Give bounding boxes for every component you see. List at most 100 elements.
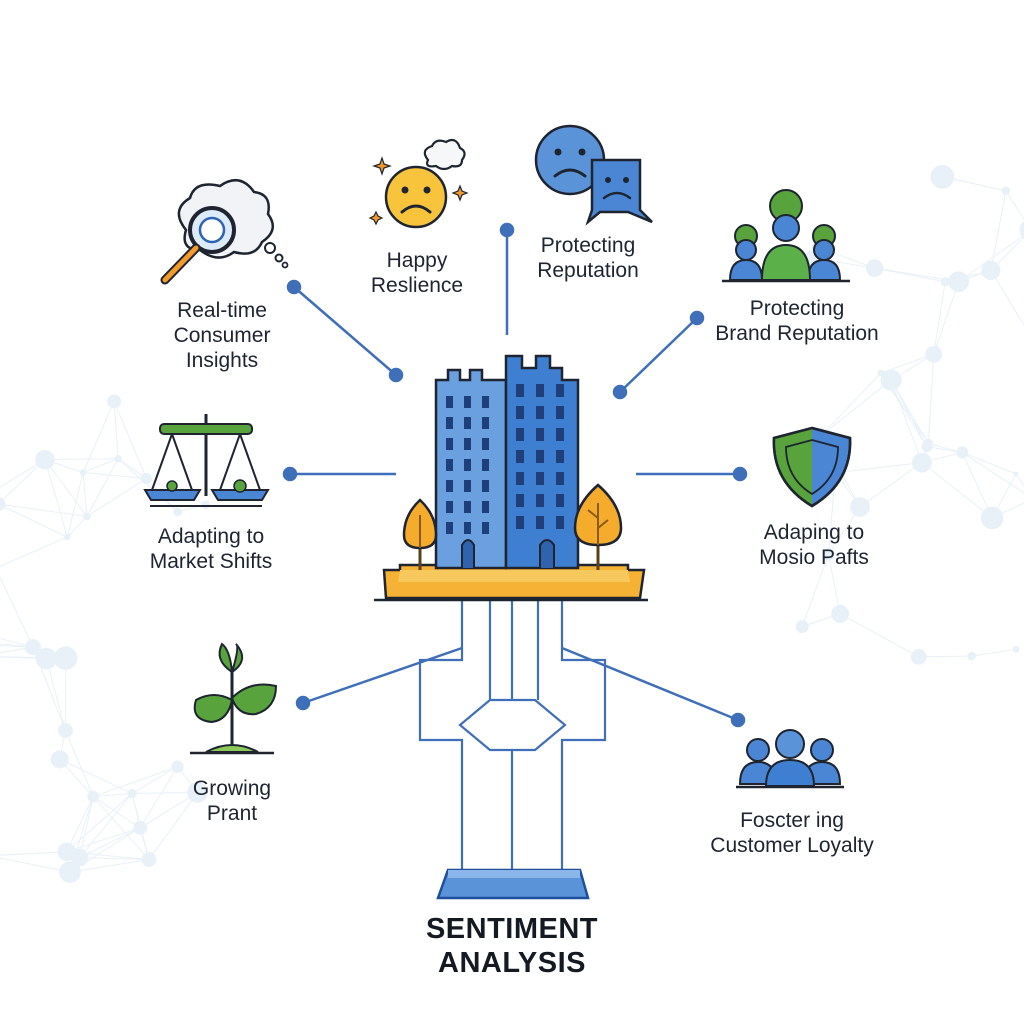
sad-face-speech-icon	[534, 124, 653, 226]
network-node	[849, 497, 870, 517]
network-edge	[65, 730, 94, 797]
network-node	[910, 648, 927, 665]
connector-brand	[619, 317, 698, 393]
network-edge	[66, 472, 84, 538]
building-window	[536, 428, 544, 441]
customer-group-icon	[736, 729, 844, 789]
building-window	[556, 516, 564, 529]
network-node	[57, 842, 76, 862]
network-edge	[0, 646, 34, 654]
building-window	[516, 384, 524, 397]
network-node	[795, 620, 809, 634]
network-edge	[820, 379, 892, 436]
network-edge	[148, 792, 198, 860]
network-edge	[66, 516, 88, 538]
connector-dot	[612, 384, 628, 400]
network-edge	[958, 234, 1024, 283]
connector-dot	[295, 695, 311, 711]
network-node	[1001, 186, 1011, 196]
network-edge	[92, 796, 141, 829]
people-group-icon	[722, 189, 850, 283]
connectors	[282, 222, 748, 728]
network-edge	[44, 459, 68, 538]
building-window	[516, 516, 524, 529]
network-edge	[961, 452, 993, 519]
network-edge	[1015, 473, 1024, 487]
network-edge	[86, 458, 119, 517]
network-node	[1013, 471, 1019, 477]
network-node	[831, 604, 850, 623]
network-edge	[113, 401, 119, 459]
network-node	[925, 345, 943, 363]
network-edge	[933, 281, 946, 355]
building-window	[482, 522, 489, 534]
building-window	[482, 396, 489, 408]
network-node	[0, 497, 6, 511]
building-window	[556, 450, 564, 463]
building-window	[482, 459, 489, 471]
building-window	[556, 494, 564, 507]
building-window	[516, 406, 524, 419]
building-window	[446, 438, 453, 450]
network-node	[87, 790, 100, 803]
network-edge	[0, 459, 46, 504]
building-window	[464, 501, 471, 513]
connector-dot	[282, 466, 298, 482]
network-node	[173, 507, 182, 517]
shield-icon	[772, 426, 852, 508]
network-node	[58, 723, 73, 738]
network-edge	[45, 458, 119, 461]
building-window	[446, 417, 453, 429]
building-window	[446, 459, 453, 471]
network-edge	[79, 793, 133, 858]
network-node	[53, 646, 78, 670]
network-node	[1019, 220, 1024, 240]
network-node	[822, 548, 835, 561]
network-edge	[874, 267, 946, 283]
network-node	[880, 369, 902, 391]
network-node	[187, 782, 208, 803]
network-edge	[92, 796, 150, 860]
network-edge	[83, 472, 147, 479]
network-node	[59, 861, 81, 883]
building-window	[536, 472, 544, 485]
network-node	[1012, 645, 1020, 653]
connector-dot	[388, 367, 404, 383]
connector-dot	[730, 712, 746, 728]
sad-face-thought-icon	[368, 138, 469, 229]
network-node	[35, 449, 55, 470]
building-window	[464, 396, 471, 408]
network-edge	[139, 792, 198, 829]
connector-dot	[499, 222, 515, 238]
network-node	[865, 259, 884, 277]
network-edge	[82, 472, 88, 517]
network-edge	[0, 536, 68, 567]
network-node	[930, 164, 955, 189]
network-node	[948, 271, 970, 293]
network-edge	[0, 459, 46, 488]
building-window	[464, 438, 471, 450]
network-edge	[0, 504, 68, 538]
network-edge	[93, 766, 178, 798]
network-edge	[131, 766, 178, 794]
building-window	[556, 406, 564, 419]
network-edge	[59, 758, 133, 794]
network-edge	[1005, 190, 1024, 220]
network-edge	[79, 827, 141, 858]
network-node	[171, 760, 184, 773]
network-node	[114, 454, 122, 463]
network-edge	[66, 827, 141, 853]
network-edge	[827, 554, 841, 614]
building-window	[464, 459, 471, 471]
building-window	[446, 480, 453, 492]
network-edge	[79, 857, 149, 861]
network-edge	[0, 851, 67, 856]
network-edge	[0, 638, 34, 648]
building-window	[536, 384, 544, 397]
